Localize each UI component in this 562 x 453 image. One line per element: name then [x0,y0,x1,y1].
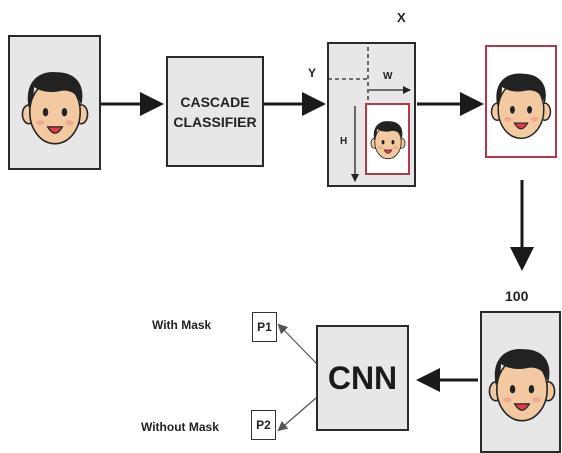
height-label: H [340,136,348,147]
cnn-box: CNN [316,325,409,431]
cascade-classifier-box: CASCADE CLASSIFIER [166,56,264,167]
p2-box: P2 [251,410,276,440]
without-mask-label: Without Mask [141,420,219,434]
cnn-label: CNN [327,359,398,396]
arrow-cnn-to-p2 [277,397,317,432]
width-label: W [383,71,393,82]
classifier-line1: CASCADE [180,93,250,110]
arrow-cnn-to-p1 [277,323,317,364]
resize-label: 100 [505,288,529,304]
classifier-line2: CLASSIFIER [173,113,257,130]
p1-box: P1 [252,312,277,342]
with-mask-label: With Mask [152,318,212,332]
x-axis-label: X [397,10,406,25]
y-axis-label: Y [308,66,317,80]
